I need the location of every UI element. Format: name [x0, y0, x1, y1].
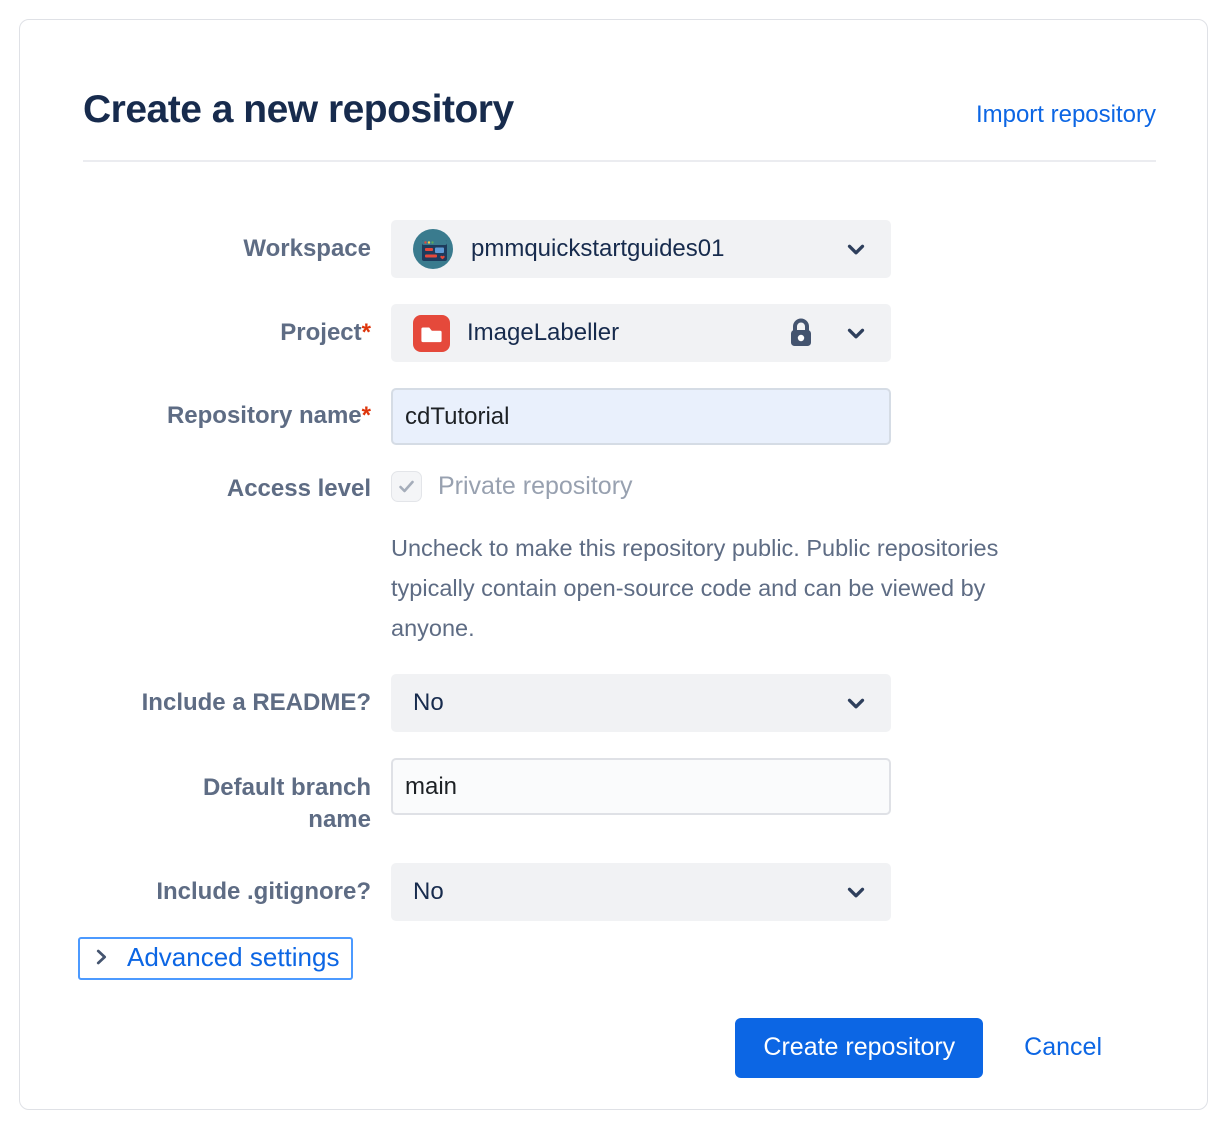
default-branch-row: Default branch name	[83, 758, 1156, 837]
project-folder-icon	[413, 314, 450, 352]
chevron-down-icon	[847, 698, 865, 709]
header-divider	[83, 160, 1156, 162]
workspace-label: Workspace	[243, 234, 371, 262]
include-gitignore-label: Include .gitignore?	[156, 877, 371, 905]
chevron-down-icon	[847, 328, 865, 339]
create-repository-button[interactable]: Create repository	[735, 1017, 984, 1078]
private-repository-label: Private repository	[438, 472, 633, 500]
repository-name-row: Repository name*	[83, 388, 1156, 445]
include-gitignore-row: Include .gitignore? No	[83, 862, 1156, 921]
include-gitignore-select[interactable]: No	[391, 862, 891, 921]
advanced-settings-toggle[interactable]: Advanced settings	[78, 936, 354, 980]
access-level-row: Access level Private repository Uncheck …	[83, 471, 1156, 648]
cancel-button[interactable]: Cancel	[1024, 1033, 1102, 1062]
import-repository-link[interactable]: Import repository	[975, 101, 1156, 128]
chevron-down-icon	[847, 244, 865, 255]
workspace-select[interactable]: pmmquickstartguides01	[391, 220, 891, 278]
private-repository-checkbox	[391, 471, 422, 502]
workspace-value: pmmquickstartguides01	[471, 235, 725, 262]
checkmark-icon	[399, 480, 414, 493]
private-repository-option: Private repository	[391, 471, 891, 502]
dialog-actions: Create repository Cancel	[83, 1017, 1156, 1078]
create-repository-dialog: Create a new repository Import repositor…	[19, 19, 1208, 1110]
project-label: Project*	[280, 318, 371, 346]
lock-icon	[791, 318, 811, 346]
project-row: Project* ImageLabeller	[83, 304, 1156, 362]
include-readme-select[interactable]: No	[391, 674, 891, 732]
repository-name-input[interactable]	[391, 388, 891, 445]
default-branch-label: Default branch name	[202, 774, 371, 834]
include-readme-value: No	[413, 689, 444, 716]
access-level-help-text: Uncheck to make this repository public. …	[391, 535, 999, 641]
chevron-down-icon	[847, 887, 865, 898]
required-asterisk: *	[361, 318, 371, 346]
page-title: Create a new repository	[83, 88, 514, 131]
include-gitignore-value: No	[413, 877, 444, 905]
dialog-header: Create a new repository Import repositor…	[83, 88, 1156, 132]
include-readme-row: Include a README? No	[83, 674, 1156, 732]
repository-form: Workspace pmmquickstartguides01	[83, 220, 1156, 921]
project-value: ImageLabeller	[467, 319, 620, 346]
advanced-settings-label: Advanced settings	[127, 941, 340, 972]
access-level-label: Access level	[226, 475, 371, 502]
repository-name-label: Repository name*	[166, 402, 371, 430]
workspace-row: Workspace pmmquickstartguides01	[83, 220, 1156, 278]
required-asterisk: *	[361, 402, 371, 430]
default-branch-input[interactable]	[391, 758, 891, 815]
project-select[interactable]: ImageLabeller	[391, 304, 891, 362]
include-readme-label: Include a README?	[141, 688, 371, 716]
chevron-right-icon	[96, 949, 107, 965]
workspace-avatar	[413, 229, 453, 269]
